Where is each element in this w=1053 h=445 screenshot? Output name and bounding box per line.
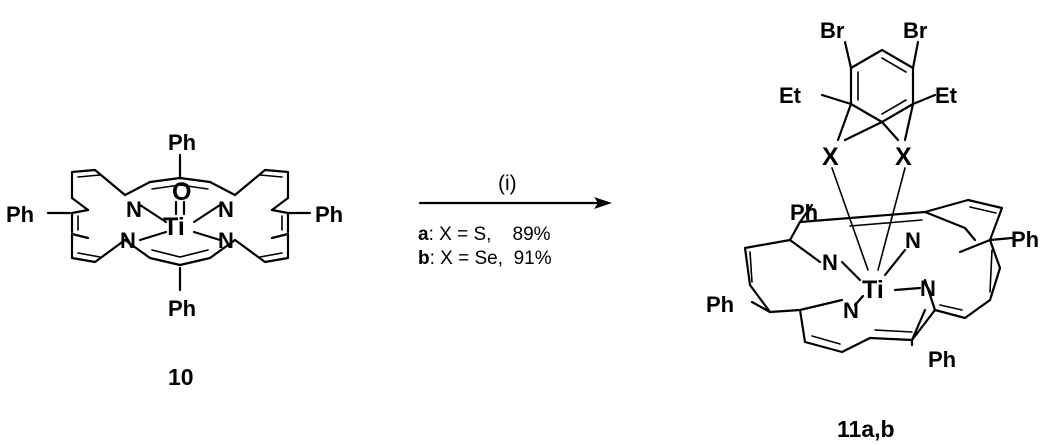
et-left-label: Et xyxy=(779,83,802,108)
ph-right-label-product: Ph xyxy=(1011,227,1039,252)
ti-label-product: Ti xyxy=(862,276,884,304)
ph-bottom-label: Ph xyxy=(168,296,196,321)
n-bottom-left-label: N xyxy=(120,228,136,253)
condition-b: b: X = Se, 91% xyxy=(418,248,552,269)
x-right-label: X xyxy=(895,143,912,171)
ph-top-label: Ph xyxy=(168,130,196,155)
condition-a: a: X = S, 89% xyxy=(418,224,551,245)
reactant-ti-oxo-porphyrin: Ph Ph Ph Ph N N N N O Ti 10 xyxy=(6,130,343,390)
n-left-label: N xyxy=(822,250,838,275)
ph-left-label: Ph xyxy=(6,202,34,227)
n-bottom-label: N xyxy=(843,298,859,323)
n-top-left-label: N xyxy=(126,197,142,222)
ti-label: Ti xyxy=(163,213,185,241)
oxo-label: O xyxy=(172,178,191,206)
ph-right-label: Ph xyxy=(315,202,343,227)
reactant-compound-label: 10 xyxy=(168,364,194,390)
et-right-label: Et xyxy=(935,83,958,108)
ph-bottom-label-product: Ph xyxy=(928,347,956,372)
ph-upper-left-label: Ph xyxy=(790,200,818,225)
ph-left-label-product: Ph xyxy=(706,292,734,317)
br-left-label: Br xyxy=(820,18,845,43)
n-upper-right-label: N xyxy=(905,228,921,253)
br-right-label: Br xyxy=(903,18,928,43)
x-left-label: X xyxy=(822,143,839,171)
reaction-arrow: (i) a: X = S, 89% b: X = Se, 91% xyxy=(418,172,612,269)
reagent-label: (i) xyxy=(498,172,517,195)
n-right-label: N xyxy=(920,276,936,301)
n-bottom-right-label: N xyxy=(218,228,234,253)
n-top-right-label: N xyxy=(218,197,234,222)
product-compound-label: 11a,b xyxy=(837,416,895,442)
product-ti-dichalcogenide-porphyrin: Br Br Et Et X X Ph Ph Ph Ph N N N N Ti 1… xyxy=(706,18,1039,442)
